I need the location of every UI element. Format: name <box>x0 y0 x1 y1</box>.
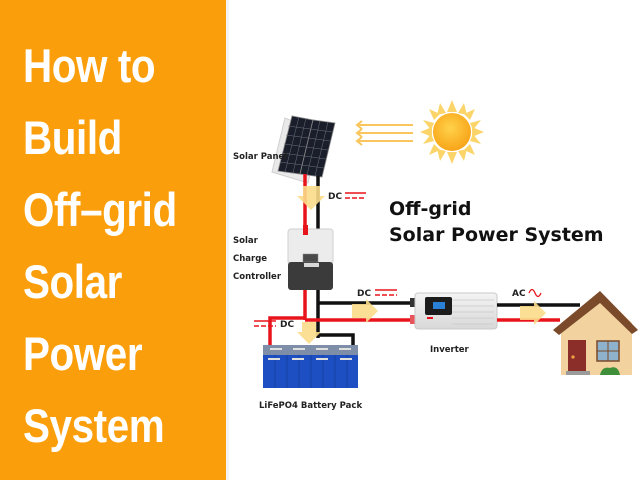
ac-label: AC <box>512 289 526 299</box>
solar-panel-label: Solar Panel <box>233 152 287 162</box>
inverter-label: Inverter <box>430 345 470 355</box>
solar-panel-icon <box>271 115 336 184</box>
controller-label-line2: Charge <box>233 254 267 264</box>
positive-wire <box>268 316 305 345</box>
banner-title-line: Off–grid <box>23 183 177 236</box>
dc-label: DC <box>357 289 371 299</box>
banner-title-line: Power <box>23 327 143 380</box>
diagram-title-line1: Off-grid <box>389 198 472 220</box>
inverter-icon <box>410 292 498 330</box>
ac-wave-icon <box>528 288 542 298</box>
controller-label-line3: Controller <box>233 272 282 282</box>
dc-label: DC <box>280 320 294 330</box>
dc-tag: DC <box>254 320 294 330</box>
negative-wire <box>318 333 355 345</box>
title-banner: How to Build Off–grid Solar Power System <box>0 0 228 480</box>
ac-tag: AC <box>512 288 542 299</box>
dc-flow-arrow-icon <box>352 299 378 323</box>
charge-controller-icon <box>287 225 334 290</box>
banner-title-line: Build <box>23 111 122 164</box>
ac-flow-arrow-icon <box>520 301 546 325</box>
sun-icon <box>420 100 484 164</box>
controller-label-line1: Solar <box>233 236 259 246</box>
banner-title-line: Solar <box>23 255 122 308</box>
diagram-title-line2: Solar Power System <box>389 224 604 246</box>
dc-flow-arrow-icon <box>297 186 325 210</box>
dc-tag: DC <box>357 289 397 299</box>
dc-tag: DC <box>328 192 366 202</box>
battery-pack-icon <box>263 345 358 388</box>
banner-title-line: How to <box>23 39 156 92</box>
sunlight-arrows-icon <box>355 120 413 146</box>
battery-label: LiFePO4 Battery Pack <box>259 401 362 411</box>
banner-title: How to Build Off–grid Solar Power System <box>23 30 177 462</box>
banner-title-line: System <box>23 399 165 452</box>
house-icon <box>553 291 638 375</box>
banner-edge <box>226 0 229 480</box>
dc-label: DC <box>328 192 342 202</box>
dc-flow-arrow-icon <box>297 322 321 344</box>
